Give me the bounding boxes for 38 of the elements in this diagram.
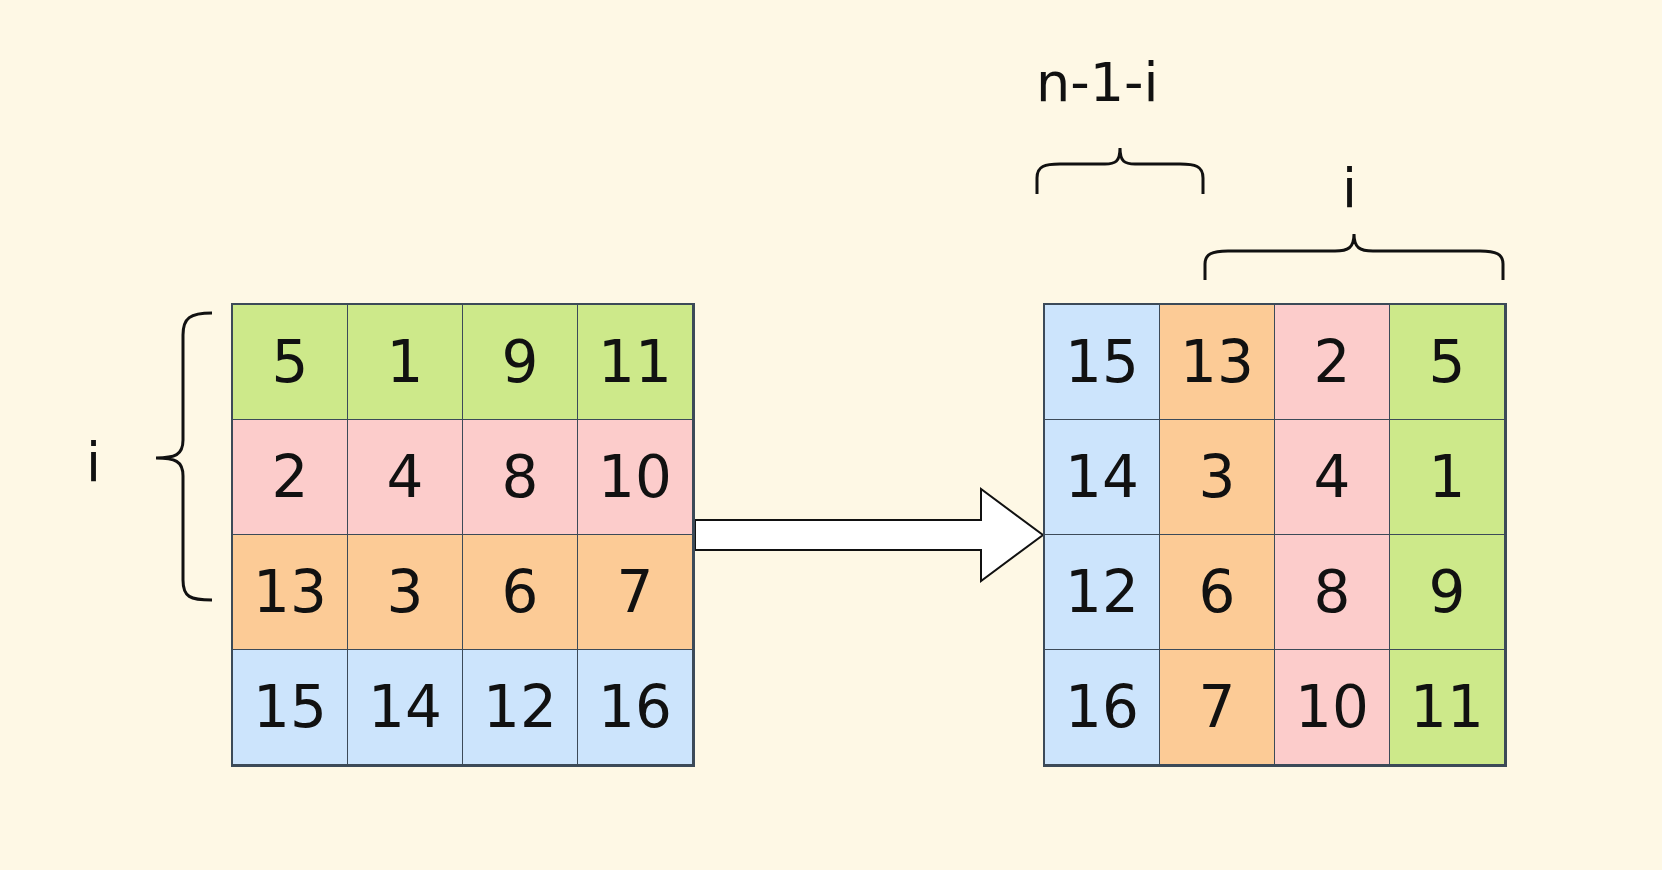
- matrix-cell: 5: [1389, 304, 1505, 420]
- matrix-cell: 15: [232, 649, 348, 765]
- block-arrow: [694, 487, 1045, 583]
- matrix-cell: 14: [1044, 419, 1160, 535]
- matrix-cell: 11: [577, 304, 693, 420]
- matrix-cell: 5: [232, 304, 348, 420]
- matrix-cell: 8: [1274, 534, 1390, 650]
- brace-label: i: [1342, 162, 1357, 216]
- matrix-cell: 15: [1044, 304, 1160, 420]
- matrix-cell: 3: [1159, 419, 1275, 535]
- matrix-cell: 16: [577, 649, 693, 765]
- matrix-cell: 4: [347, 419, 463, 535]
- matrix-cell: 2: [232, 419, 348, 535]
- matrix-cell: 13: [1159, 304, 1275, 420]
- matrix-cell: 12: [1044, 534, 1160, 650]
- matrix-cell: 1: [1389, 419, 1505, 535]
- matrix-cell: 9: [1389, 534, 1505, 650]
- matrix-cell: 4: [1274, 419, 1390, 535]
- matrix-cell: 12: [462, 649, 578, 765]
- brace-label: n-1-i: [1036, 56, 1159, 110]
- matrix-cell: 10: [577, 419, 693, 535]
- matrix-cell: 11: [1389, 649, 1505, 765]
- matrix-cell: 1: [347, 304, 463, 420]
- matrix-cell: 10: [1274, 649, 1390, 765]
- matrix-grid: [231, 303, 695, 767]
- matrix-cell: 6: [1159, 534, 1275, 650]
- matrix-cell: 7: [577, 534, 693, 650]
- matrix-cell: 2: [1274, 304, 1390, 420]
- brace-label: i: [86, 436, 101, 490]
- matrix-cell: 6: [462, 534, 578, 650]
- matrix-cell: 9: [462, 304, 578, 420]
- matrix-grid: [1043, 303, 1507, 767]
- matrix-cell: 3: [347, 534, 463, 650]
- matrix-cell: 14: [347, 649, 463, 765]
- matrix-cell: 8: [462, 419, 578, 535]
- matrix-cell: 16: [1044, 649, 1160, 765]
- matrix-cell: 7: [1159, 649, 1275, 765]
- matrix-cell: 13: [232, 534, 348, 650]
